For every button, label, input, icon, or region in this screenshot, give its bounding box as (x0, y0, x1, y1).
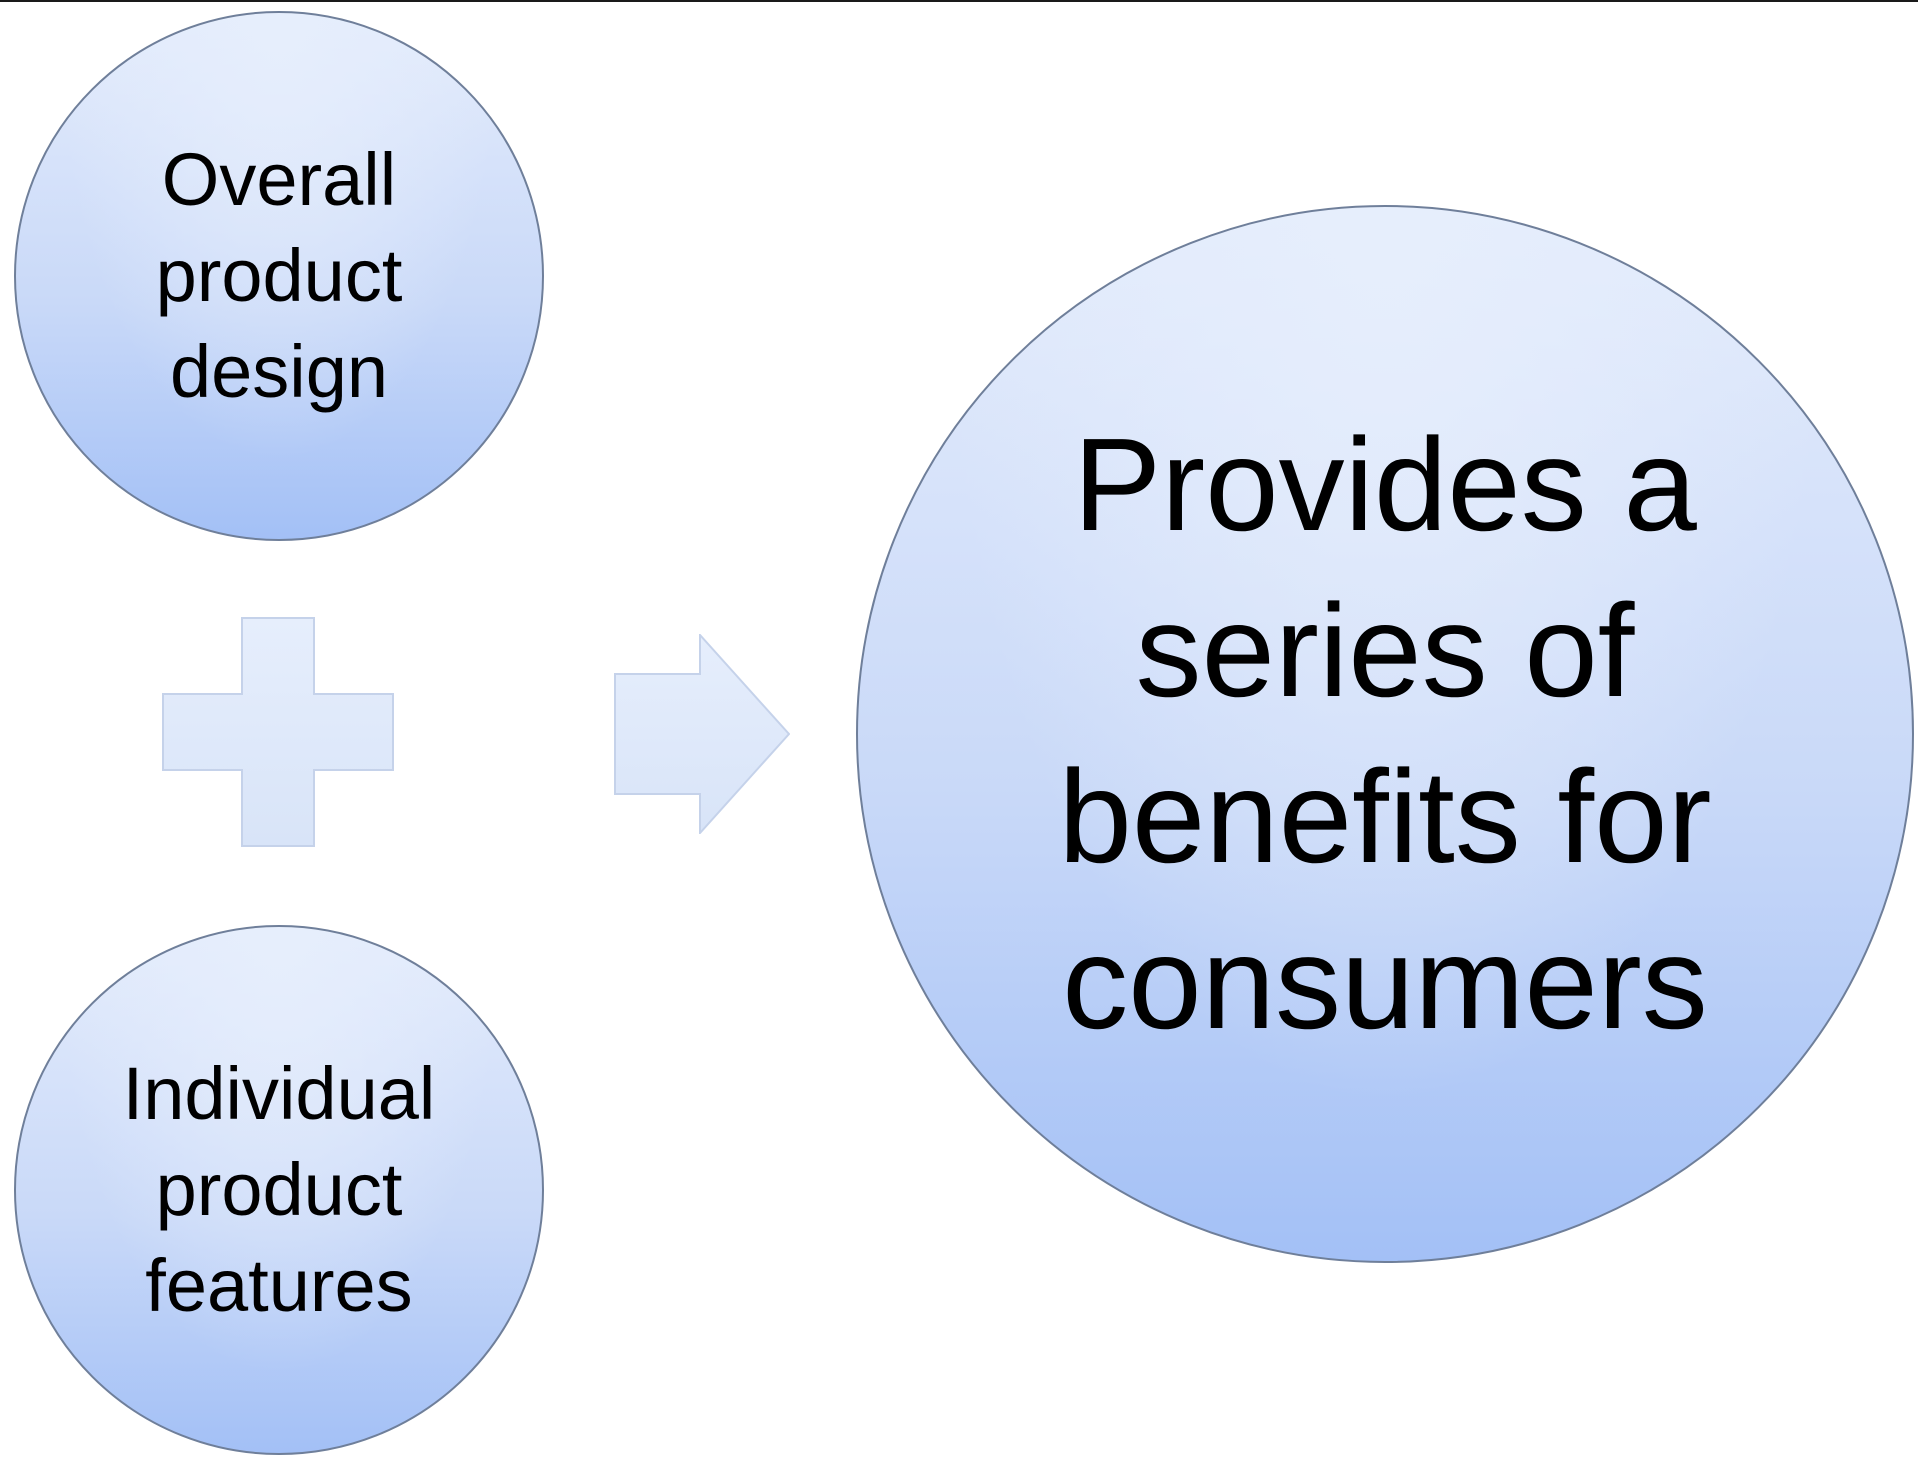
circle-overall-product-design: Overall product design (14, 11, 544, 541)
arrow-right-icon (614, 634, 790, 834)
circle-label: Overall product design (155, 138, 403, 413)
circle-benefits-result: Provides a series of benefits for consum… (856, 205, 1914, 1263)
top-border-line (0, 0, 1918, 2)
circle-individual-product-features: Individual product features (14, 925, 544, 1455)
plus-icon (162, 617, 394, 847)
circle-label: Provides a series of benefits for consum… (1058, 411, 1712, 1056)
circle-label: Individual product features (122, 1052, 436, 1327)
